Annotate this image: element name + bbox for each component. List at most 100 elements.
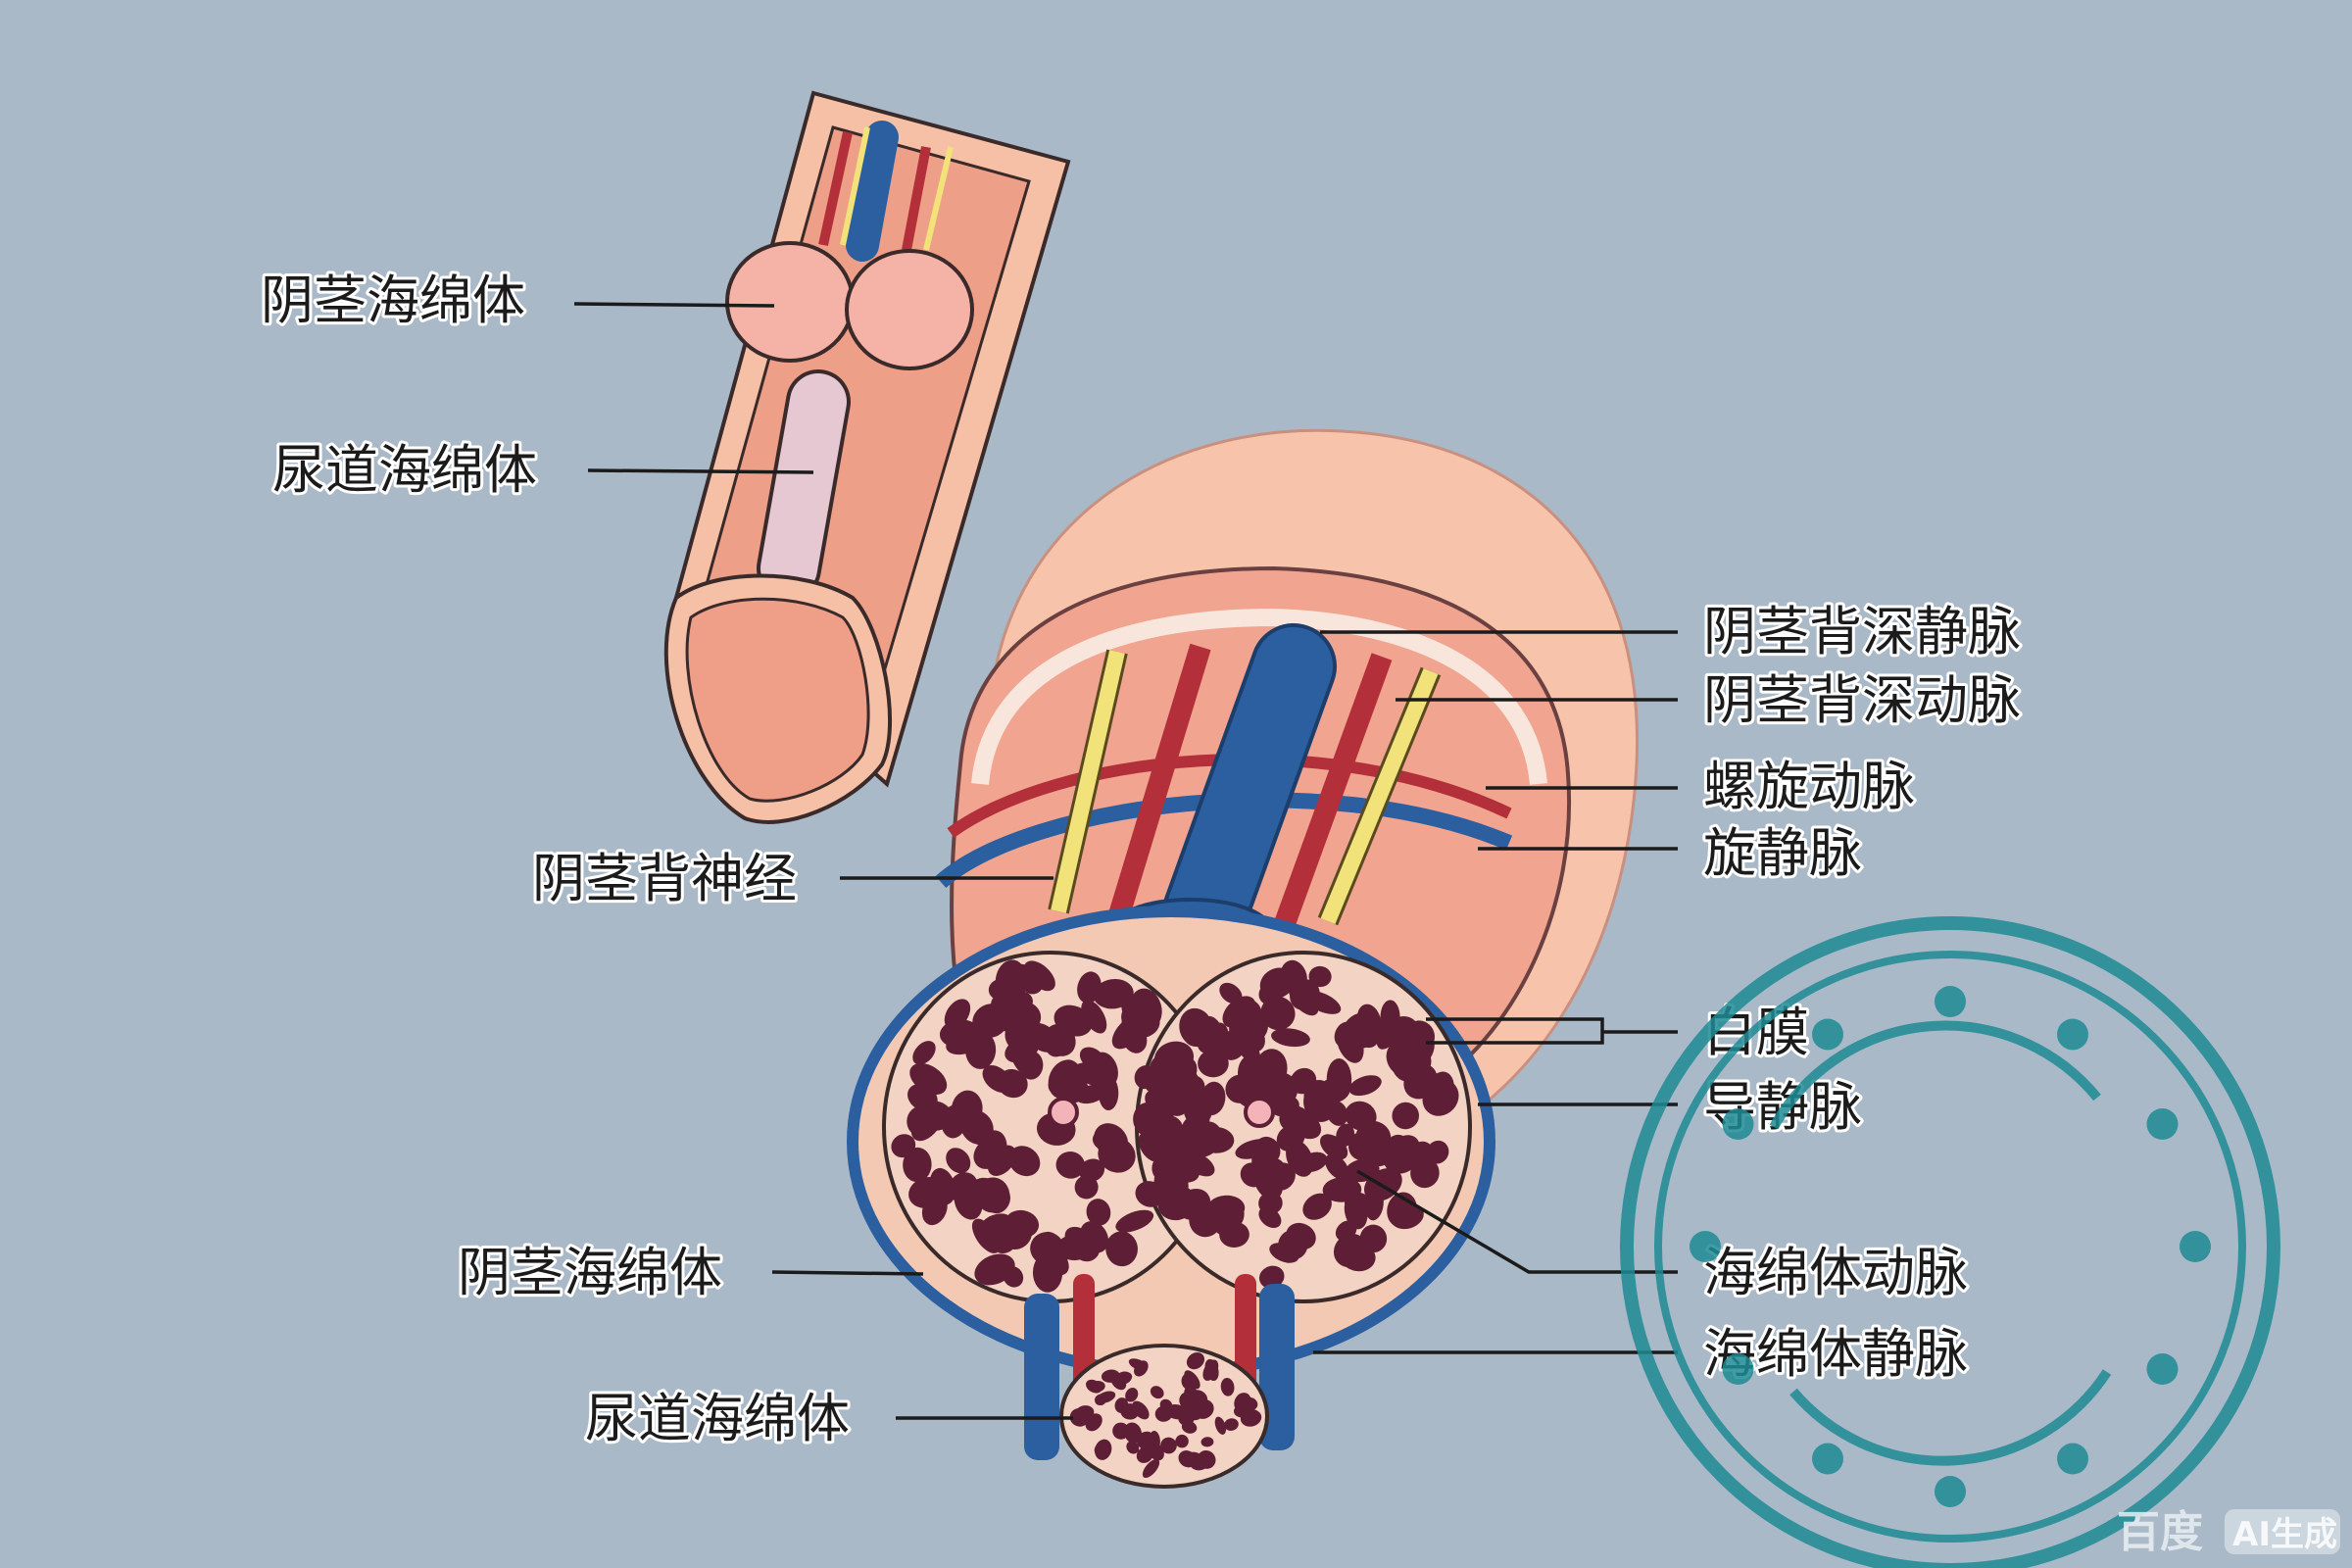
tissue-blob	[1383, 1143, 1418, 1174]
tissue-blob	[1134, 1360, 1149, 1377]
tissue-blob	[1135, 1181, 1165, 1207]
tissue-blob	[1124, 1422, 1143, 1444]
tissue-blob	[1115, 1209, 1154, 1233]
tissue-blob	[972, 1004, 1008, 1038]
tissue-blob	[1269, 1095, 1299, 1117]
nerve-small	[840, 126, 870, 246]
tissue-blob	[1094, 1443, 1108, 1457]
longitudinal-view	[663, 90, 1071, 824]
stamp-star-icon	[1812, 1443, 1843, 1475]
tissue-blob	[982, 1065, 1012, 1093]
tissue-blob	[1202, 1359, 1219, 1381]
tissue-blob	[1222, 996, 1256, 1028]
tissue-blob	[1240, 1162, 1265, 1188]
tissue-blob	[1142, 1458, 1160, 1479]
tunica-ring	[971, 608, 1547, 785]
tissue-blob	[1126, 1441, 1140, 1454]
tissue-blob	[1094, 1123, 1129, 1158]
stamp-star-icon	[1722, 1353, 1754, 1385]
tissue-blob	[1286, 1222, 1316, 1250]
tissue-blob	[1184, 1385, 1199, 1405]
tissue-blob	[1287, 1109, 1322, 1140]
tissue-blob	[1055, 1152, 1086, 1179]
label-deep-dorsal-artery: 阴茎背深动脉	[1703, 669, 2021, 731]
tissue-blob	[1271, 1028, 1310, 1048]
tissue-blob	[1111, 1014, 1146, 1050]
stamp-star-icon	[1690, 1231, 1721, 1262]
tissue-blob	[1110, 1373, 1127, 1391]
tissue-blob	[939, 1019, 980, 1048]
tissue-blob	[1150, 1386, 1164, 1399]
tissue-blob	[1258, 1265, 1285, 1289]
stamp-star-icon	[1935, 986, 1966, 1017]
tissue-blob	[1096, 1391, 1116, 1403]
spongiosum-tissue	[1069, 1351, 1262, 1479]
tissue-blob	[1308, 965, 1332, 988]
tissue-blob	[973, 1138, 1005, 1169]
tissue-blob	[984, 1185, 1010, 1214]
stamp-star-icon	[1935, 1476, 1966, 1507]
label-circumflex-vein: 旋静脉	[1703, 822, 1862, 884]
tissue-blob	[960, 1109, 994, 1145]
tissue-blob	[1184, 1370, 1200, 1390]
stamp-star-icon	[2057, 1018, 2088, 1051]
tissue-blob	[1181, 1421, 1198, 1434]
tissue-blob	[1198, 1126, 1235, 1153]
tissue-blob	[916, 1101, 953, 1131]
tissue-blob	[1333, 1233, 1368, 1268]
tissue-blob	[1348, 1075, 1382, 1097]
tissue-blob	[1260, 996, 1296, 1031]
tissue-blob	[1322, 1177, 1362, 1202]
nerve-small	[923, 146, 954, 251]
tissue-blob	[1155, 1081, 1179, 1104]
tissue-blob	[1160, 1437, 1177, 1454]
tissue-blob	[903, 1147, 932, 1183]
tissue-blob	[1105, 1231, 1138, 1267]
dorsal-artery-left	[1106, 643, 1211, 925]
tissue-blob	[1175, 1434, 1189, 1448]
tissue-blob	[1081, 1000, 1107, 1034]
cavernous-artery-left	[1048, 1097, 1079, 1128]
tissue-blob	[1345, 1158, 1380, 1183]
label-corpus-cavernosum: 阴茎海绵体	[458, 1242, 722, 1303]
tissue-blob	[1149, 1430, 1160, 1451]
tissue-blob	[1157, 1170, 1189, 1201]
tissue-blob	[946, 1148, 971, 1174]
helicine-artery	[947, 753, 1512, 838]
label-corpus-spongiosum-top: 尿道海绵体	[272, 439, 537, 501]
tissue-blob	[1220, 1377, 1235, 1396]
labels: 阴茎海绵体 尿道海绵体 阴茎背神经 阴茎海绵体 尿道海绵体 阴茎背深静脉 阴茎背…	[258, 267, 2024, 1452]
tissue-blob	[1189, 1201, 1223, 1238]
tissue-blob	[891, 1134, 916, 1158]
svg-text:百度: 百度	[2117, 1507, 2203, 1557]
tissue-blob	[1224, 1418, 1239, 1431]
glans-section	[685, 597, 870, 803]
tissue-blob	[1390, 1028, 1412, 1056]
tissue-blob	[1008, 1146, 1041, 1177]
label-corpus-spongiosum: 尿道海绵体	[585, 1388, 850, 1449]
tissue-blob	[912, 1041, 936, 1065]
baidu-ai-watermark: 百度 AI生成	[2117, 1507, 2340, 1557]
dorsal-artery-right	[1273, 653, 1393, 930]
stamp-watermark	[1620, 916, 2280, 1568]
tissue-blob	[1200, 1437, 1214, 1447]
tissue-blob	[1197, 1450, 1216, 1469]
cross-section-view	[847, 428, 1640, 1489]
label-helicine-artery: 螺旋动脉	[1703, 756, 1915, 817]
tissue-blob	[1125, 1387, 1139, 1402]
tissue-blob	[1004, 1036, 1040, 1063]
tissue-blob	[908, 1177, 947, 1208]
tissue-blob	[1079, 1158, 1105, 1182]
tissue-blob	[1085, 1413, 1102, 1432]
tissue-blob	[1159, 1398, 1173, 1412]
stamp-star-icon	[2057, 1443, 2088, 1475]
tissue-blob	[1263, 1054, 1284, 1075]
tissue-blob	[1193, 1398, 1214, 1419]
tissue-blob	[1114, 1397, 1129, 1413]
tissue-blob	[1392, 1102, 1419, 1130]
tissue-blob	[1267, 1162, 1296, 1191]
tissue-blob	[1186, 1351, 1205, 1370]
tissue-blob	[954, 1183, 983, 1220]
tissue-blob	[1326, 1058, 1352, 1101]
tissue-blob	[1003, 1265, 1024, 1288]
